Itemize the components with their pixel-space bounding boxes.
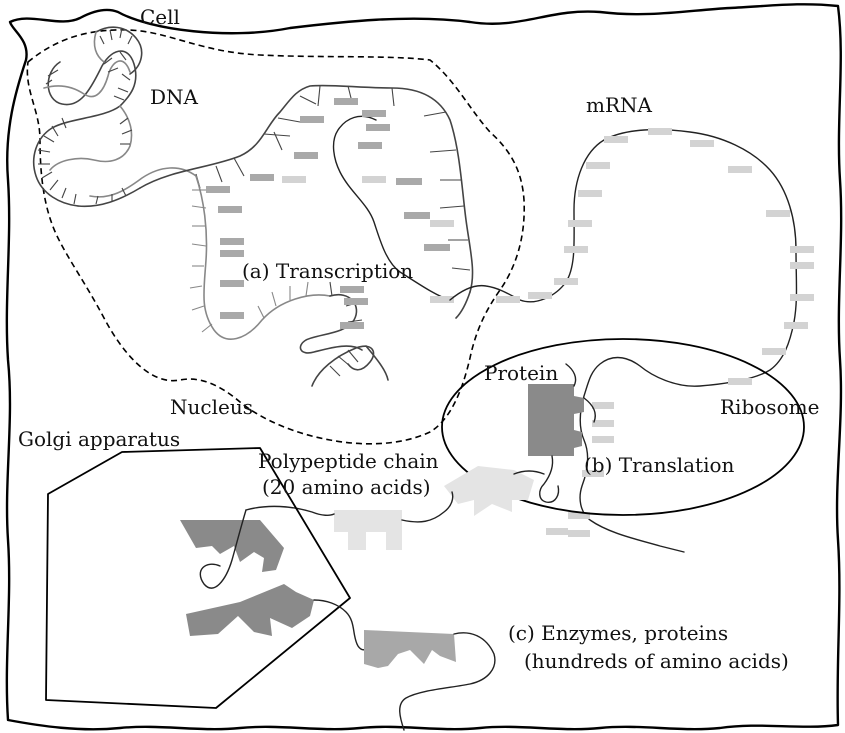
nucleotide-bases — [206, 98, 454, 329]
label-protein: Protein — [484, 361, 558, 385]
label-cell: Cell — [140, 5, 180, 29]
label-translation: (b) Translation — [584, 453, 735, 477]
nucleus-membrane — [27, 30, 524, 444]
mrna-transcript — [190, 116, 450, 339]
label-nucleus: Nucleus — [170, 395, 253, 419]
label-enzymes-line2: (hundreds of amino acids) — [524, 649, 789, 673]
label-transcription: (a) Transcription — [242, 259, 413, 283]
dna-lower-loop — [300, 282, 388, 386]
dna-helix — [34, 27, 196, 206]
label-enzymes-line1: (c) Enzymes, proteins — [508, 621, 728, 645]
label-polypeptide-line1: Polypeptide chain — [258, 449, 439, 473]
label-dna: DNA — [150, 85, 199, 109]
label-polypeptide-line2: (20 amino acids) — [262, 475, 431, 499]
enzyme-protein — [364, 630, 495, 730]
dna-rungs — [38, 28, 132, 204]
label-ribosome: Ribosome — [720, 395, 819, 419]
label-golgi: Golgi apparatus — [18, 427, 180, 451]
label-mrna: mRNA — [586, 93, 653, 117]
